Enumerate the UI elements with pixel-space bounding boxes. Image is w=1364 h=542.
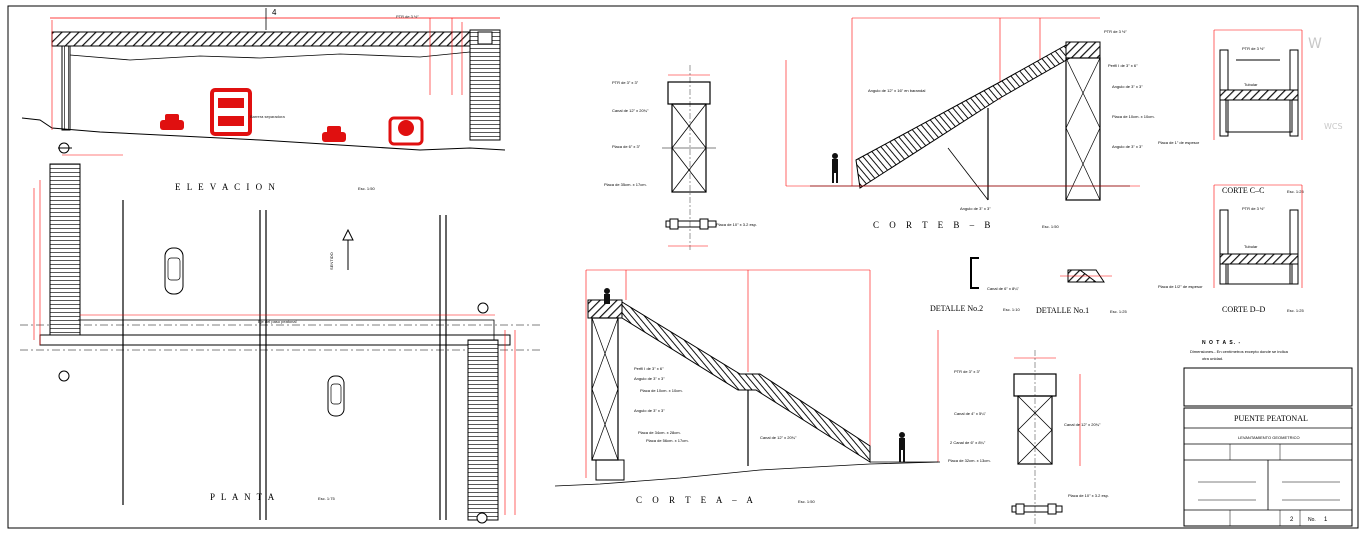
notes-heading: N O T A S. - (1202, 340, 1241, 346)
planta-stair-right (467, 339, 499, 521)
corte-b-scale: Esc. 1:50 (1042, 224, 1059, 229)
planta-title: P L A N T A (210, 492, 276, 502)
corte-b-view: Angulo de 12" x 16" en barandal Perfil I… (785, 17, 1155, 230)
bridge-deck (51, 31, 489, 47)
corte-d-title: CORTE D–D (1222, 305, 1266, 314)
elevation-stair (469, 29, 501, 141)
svg-text:Placa de 1/2" de espesor: Placa de 1/2" de espesor (1158, 284, 1203, 289)
vehicle-car-carrier (210, 88, 252, 136)
perfil-1-label: Perfil I de 3" x 6" (1108, 63, 1138, 68)
svg-text:Placa de 10cm. x 10cm.: Placa de 10cm. x 10cm. (640, 388, 683, 393)
angulo-12-label: Angulo de 12" x 16" en barandal (868, 88, 925, 93)
project-title: PUENTE PEATONAL (1234, 414, 1308, 423)
angulo-3-label: Angulo de 3" x 3" (960, 206, 991, 211)
notes-block: N O T A S. - Dimensiones.- En centímetro… (1190, 340, 1289, 361)
svg-text:Angulo de 3" x 3": Angulo de 3" x 3" (634, 408, 665, 413)
svg-text:Canal de 12" x 20¾": Canal de 12" x 20¾" (1064, 422, 1101, 427)
ptr-label-b: PTR de 3 ½" (1104, 29, 1127, 34)
corte-c-view: PTR de 3 ½" Tubular Placa de 1" de espes… (1158, 29, 1304, 195)
planta-view: Eje del paso peatonal SENTIDO P L A N T … (20, 142, 540, 524)
corte-a-scale: Esc. 1:50 (798, 499, 815, 504)
svg-text:PTR de 3" x 3": PTR de 3" x 3" (612, 80, 639, 85)
svg-text:Canal de 4" x 5¼": Canal de 4" x 5¼" (954, 411, 987, 416)
svg-text:Angulo de 3" x 3": Angulo de 3" x 3" (634, 376, 665, 381)
planta-car-1 (164, 247, 184, 295)
column-detail-bottom: PTR de 3" x 3" Canal de 4" x 5¼" 2 Canal… (948, 350, 1109, 525)
notes-line-2: otra unidad. (1202, 356, 1223, 361)
notes-line-1: Dimensiones.- En centímetros excepto don… (1190, 349, 1289, 354)
stair-a-tower (591, 317, 619, 461)
placa-35-label: Placa de 35cm. x 17cm. (604, 182, 647, 187)
svg-text:PTR de 3" x 3": PTR de 3" x 3" (954, 369, 981, 374)
svg-text:2 Canal de 6" x 8¼": 2 Canal de 6" x 8¼" (950, 440, 986, 445)
person-figure-a1 (604, 288, 610, 304)
svg-text:Placa de 10" x 3.2 esp.: Placa de 10" x 3.2 esp. (1068, 493, 1109, 498)
tubular-label-d: Tubular (1244, 244, 1258, 249)
detalle-1: DETALLE No.1 Esc. 1:25 (1036, 269, 1127, 315)
svg-text:Placa de 32cm. x 13cm.: Placa de 32cm. x 13cm. (948, 458, 991, 463)
sheet-border (7, 5, 1359, 529)
svg-text:PTR de 3 ½": PTR de 3 ½" (1242, 46, 1265, 51)
navigation-wheel-icon[interactable]: W (1308, 36, 1322, 52)
svg-text:Placa de 10cm. x 10cm.: Placa de 10cm. x 10cm. (1112, 114, 1155, 119)
svg-text:Placa de 1" de espesor: Placa de 1" de espesor (1158, 140, 1200, 145)
detalle-2: Canal de 6" x 8¼" DETALLE No.2 Esc. 1:10 (930, 257, 1020, 313)
corte-c-title: CORTE C–C (1222, 186, 1264, 195)
person-figure-b (832, 153, 838, 183)
svg-text:4: 4 (272, 8, 277, 17)
planta-stair-left (49, 163, 81, 336)
svg-text:Placa de 56cm. x 17cm.: Placa de 56cm. x 17cm. (646, 438, 689, 443)
elevacion-view: 4 Barrera separadora PTR de 3 ½" (21, 8, 506, 192)
north-arrow (342, 228, 354, 270)
svg-text:Angulo de 3" x 3": Angulo de 3" x 3" (1112, 144, 1143, 149)
corte-d-view: PTR de 3 ½" Tubular Placa de 1/2" de esp… (1158, 184, 1304, 314)
planta-car-2 (327, 375, 345, 417)
wcs-icon[interactable]: WCS (1324, 122, 1343, 131)
eje-paso-label: Eje del paso peatonal (258, 319, 297, 324)
vehicle-mixer-truck (388, 116, 424, 146)
elevation-column-left (61, 45, 71, 131)
svg-text:Placa de 6" x 3": Placa de 6" x 3" (612, 144, 641, 149)
placa-10-label: Placa de 10" x 3.2 esp. (716, 222, 757, 227)
viewcube-widget[interactable]: W WCS (1300, 30, 1364, 140)
stair-b-flight (855, 43, 1101, 189)
svg-text:Placa de 34cm. x 28cm.: Placa de 34cm. x 28cm. (638, 430, 681, 435)
svg-text:Perfil I de 3" x 6": Perfil I de 3" x 6" (634, 366, 664, 371)
ptr-label: PTR de 3 ½" (396, 14, 419, 19)
sheet-count: 2 (1290, 517, 1294, 523)
canal-12-label: Canal de 12" x 20¾" (612, 108, 649, 113)
elevacion-title: E L E V A C I O N (175, 182, 277, 192)
detalle1-title: DETALLE No.1 (1036, 306, 1089, 315)
svg-text:PTR de 3 ½": PTR de 3 ½" (1242, 206, 1265, 211)
barrera-label: Barrera separadora (250, 114, 285, 119)
project-subtitle: LEVANTAMIENTO GEOMETRICO (1238, 435, 1300, 440)
title-block: PUENTE PEATONAL LEVANTAMIENTO GEOMETRICO… (1183, 367, 1353, 527)
sheet-label: No. (1308, 517, 1316, 523)
corte-a-view: Perfil I de 3" x 6" Angulo de 3" x 3" Pl… (554, 269, 941, 505)
corte-d-scale: Esc. 1:25 (1287, 308, 1304, 313)
sheet-number: 1 (1324, 517, 1328, 523)
detalle2-scale: Esc. 1:10 (1003, 307, 1020, 312)
vehicle-car-1 (160, 114, 184, 130)
canal-6-label: Canal de 6" x 8¼" (987, 286, 1020, 291)
vehicle-car-2 (322, 126, 346, 142)
sentido-label: SENTIDO (329, 252, 334, 270)
tubular-label-c: Tubular (1244, 82, 1258, 87)
section-marker-1 (58, 142, 489, 524)
svg-text:Angulo de 3" x 3": Angulo de 3" x 3" (1112, 84, 1143, 89)
person-figure-a2 (899, 432, 905, 462)
elevacion-scale: Esc. 1:50 (358, 186, 375, 191)
detalle2-title: DETALLE No.2 (930, 304, 983, 313)
detalle1-scale: Esc. 1:25 (1110, 309, 1127, 314)
column-detail-top: PTR de 3" x 3" Canal de 12" x 20¾" Placa… (604, 65, 757, 250)
corte-a-title: C O R T E A – A (636, 495, 757, 505)
svg-text:Canal de 12" x 20¾": Canal de 12" x 20¾" (760, 435, 797, 440)
corte-b-title: C O R T E B – B (873, 220, 994, 230)
planta-scale: Esc. 1:75 (318, 496, 335, 501)
stair-b-tower (1065, 57, 1101, 201)
corte-c-scale: Esc. 1:25 (1287, 189, 1304, 194)
